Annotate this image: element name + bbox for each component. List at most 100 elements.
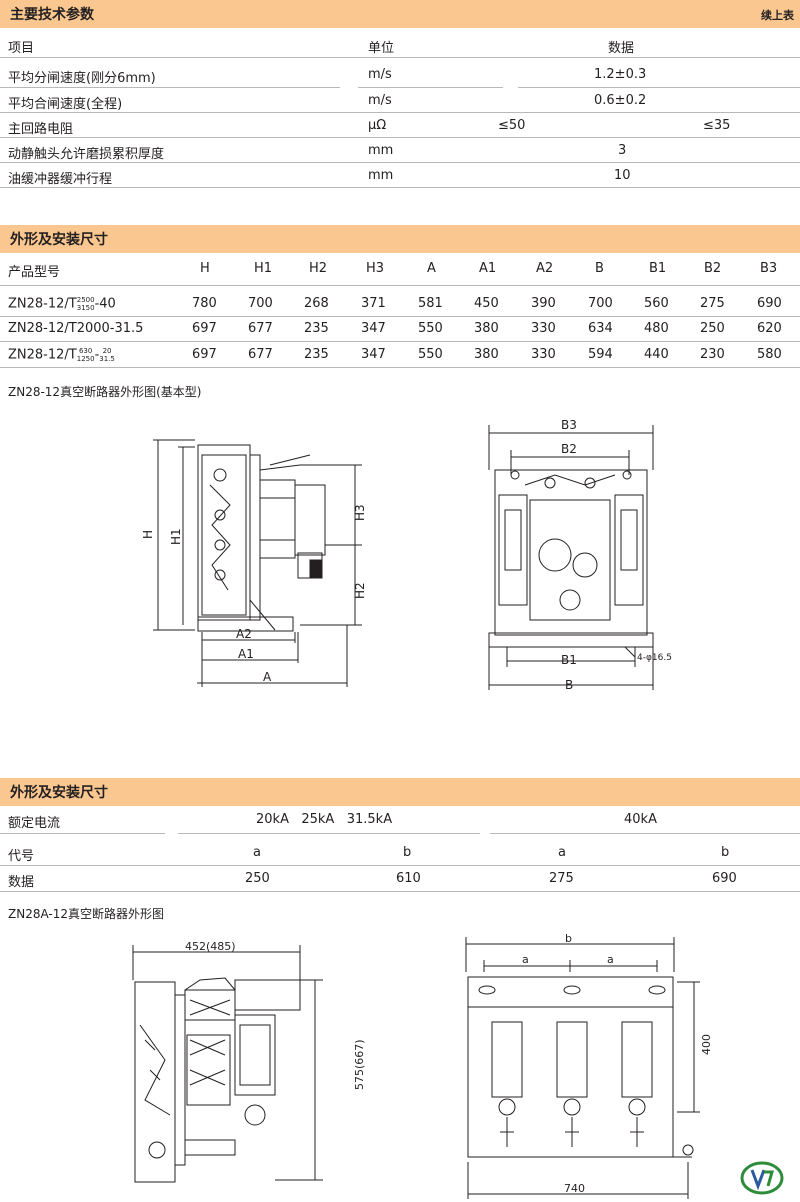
dim-value: 697 xyxy=(192,321,217,336)
dim-value: 440 xyxy=(644,347,669,362)
rule xyxy=(0,162,800,163)
rule xyxy=(0,367,800,368)
header-H2: H2 xyxy=(309,261,328,276)
header-H3: H3 xyxy=(366,261,385,276)
param-item: 主回路电阻 xyxy=(8,122,74,137)
rule xyxy=(0,137,800,138)
header-B: B xyxy=(595,261,604,276)
figure1-side-view: H H1 H3 H2 A2 A1 A xyxy=(141,439,367,687)
label-A: A xyxy=(263,670,272,684)
dim-value: 268 xyxy=(304,296,329,311)
table-row: 油缓冲器缓冲行程 mm 10 xyxy=(0,163,800,188)
data-value: 275 xyxy=(549,871,574,886)
label-740: 740 xyxy=(564,1182,585,1195)
param-unit: μΩ xyxy=(368,118,387,133)
label-H2: H2 xyxy=(353,582,367,599)
rule xyxy=(0,112,800,113)
header-model: 产品型号 xyxy=(8,265,61,280)
rule xyxy=(0,833,165,834)
code-a: a xyxy=(253,845,261,860)
dims1-header-row: 产品型号 H H1 H2 H3 A A1 A2 B B1 B2 B3 xyxy=(0,256,800,281)
dim-value: 697 xyxy=(192,347,217,362)
label-H3: H3 xyxy=(353,504,367,521)
dim-value: 620 xyxy=(757,321,782,336)
dim-value: 330 xyxy=(531,347,556,362)
code-a: a xyxy=(558,845,566,860)
dim-value: 380 xyxy=(474,321,499,336)
label-A1: A1 xyxy=(238,647,254,661)
header-B2: B2 xyxy=(704,261,722,276)
dim-value: 235 xyxy=(304,347,329,362)
label-b: b xyxy=(565,932,572,945)
dim-value: 371 xyxy=(361,296,386,311)
code-b: b xyxy=(403,845,412,860)
params-section-bar: 主要技术参数 续上表 xyxy=(0,0,800,28)
label-400: 400 xyxy=(700,1034,713,1055)
data-value: 250 xyxy=(245,871,270,886)
label-B3: B3 xyxy=(561,418,577,432)
header-A2: A2 xyxy=(536,261,554,276)
dim-value: 550 xyxy=(418,347,443,362)
label-A2: A2 xyxy=(236,627,252,641)
label-height: 575(667) xyxy=(353,1039,366,1090)
param-value: 1.2±0.3 xyxy=(594,67,647,82)
dims1-title: 外形及安装尺寸 xyxy=(10,232,108,248)
table-row: 主回路电阻 μΩ ≤50 ≤35 xyxy=(0,113,800,138)
header-H1: H1 xyxy=(254,261,273,276)
param-unit: m/s xyxy=(368,93,392,108)
dim-value: 677 xyxy=(248,321,273,336)
code-b: b xyxy=(721,845,730,860)
dim-value: 230 xyxy=(700,347,725,362)
rule xyxy=(0,187,800,188)
dims2-title: 外形及安装尺寸 xyxy=(10,785,108,801)
header-unit: 单位 xyxy=(368,41,395,56)
header-A: A xyxy=(427,261,436,276)
figure1-front-view: B3 B2 B1 B 4-φ16.5 xyxy=(488,418,672,692)
table-row: 平均合闸速度(全程) m/s 0.6±0.2 xyxy=(0,88,800,113)
dim-value: 690 xyxy=(757,296,782,311)
header-B3: B3 xyxy=(760,261,778,276)
param-unit: m/s xyxy=(368,67,392,82)
data-value: 610 xyxy=(396,871,421,886)
dim-value: 634 xyxy=(588,321,613,336)
header-H: H xyxy=(200,261,210,276)
dim-value: 450 xyxy=(474,296,499,311)
data-label: 数据 xyxy=(8,875,35,890)
rule xyxy=(0,285,800,286)
dim-value: 560 xyxy=(644,296,669,311)
company-logo xyxy=(740,1161,784,1195)
param-item: 平均分闸速度(刚分6mm) xyxy=(8,71,156,86)
table-row: 额定电流 20kA 25kA 31.5kA 40kA xyxy=(0,807,800,832)
header-data: 数据 xyxy=(608,41,635,56)
label-hole: 4-φ16.5 xyxy=(637,653,672,663)
dims1-section-bar: 外形及安装尺寸 xyxy=(0,225,800,253)
dim-value: 480 xyxy=(644,321,669,336)
rule xyxy=(178,833,480,834)
header-A1: A1 xyxy=(479,261,497,276)
dim-value: 235 xyxy=(304,321,329,336)
header-item: 项目 xyxy=(8,41,35,56)
table-row: 数据 250 610 275 690 xyxy=(0,866,800,891)
dim-value: 275 xyxy=(700,296,725,311)
dim-value: 347 xyxy=(361,321,386,336)
params-header-row: 项目 单位 数据 xyxy=(0,32,800,57)
label-B1: B1 xyxy=(561,653,577,667)
param-unit: mm xyxy=(368,143,394,158)
rule xyxy=(0,891,800,892)
figure2-front-view: b a a 400 740 xyxy=(465,932,713,1199)
dim-value: 780 xyxy=(192,296,217,311)
dims2-section-bar: 外形及安装尺寸 xyxy=(0,778,800,806)
dim-value: 330 xyxy=(531,321,556,336)
table-row: ZN28-12/T2000-31.5 697 677 235 347 550 3… xyxy=(0,316,800,341)
figure2-caption: ZN28A-12真空断路器外形图 xyxy=(8,907,165,921)
dim-value: 594 xyxy=(588,347,613,362)
table-row: 代号 a b a b xyxy=(0,840,800,865)
param-unit: mm xyxy=(368,168,394,183)
rule xyxy=(0,316,800,317)
rule xyxy=(490,833,800,834)
dim-value: 700 xyxy=(588,296,613,311)
dim-value: 250 xyxy=(700,321,725,336)
params-title: 主要技术参数 xyxy=(10,7,94,23)
